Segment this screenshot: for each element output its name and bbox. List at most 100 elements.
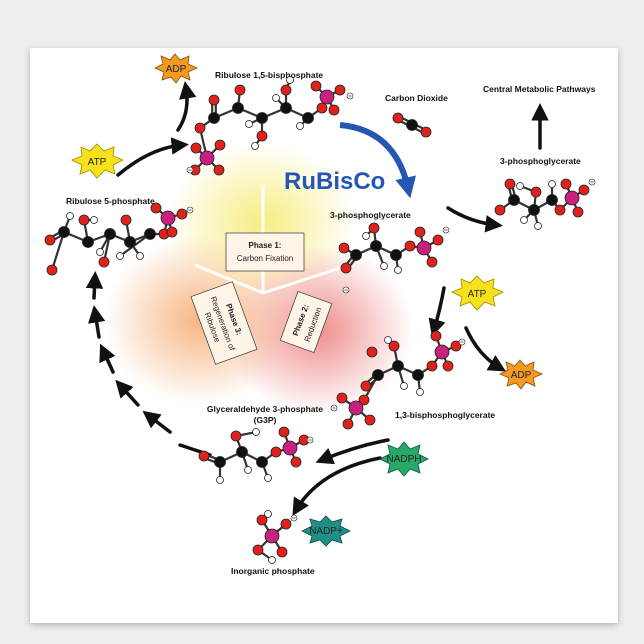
carbon-atom xyxy=(508,194,520,206)
oxygen-atom xyxy=(280,84,292,96)
carbon-atom xyxy=(528,204,540,216)
return-dash-2 xyxy=(142,410,172,434)
phosphorus-atom xyxy=(264,528,280,544)
atp-right-badge: ATP xyxy=(451,275,504,311)
oxygen-atom xyxy=(78,214,90,226)
return-dash-4 xyxy=(99,343,116,374)
phosphorus-atom xyxy=(416,240,432,256)
oxygen-atom xyxy=(392,112,404,124)
co2-label: Carbon Dioxide xyxy=(385,93,448,103)
oxygen-atom xyxy=(420,126,432,138)
carbon-atom xyxy=(208,112,220,124)
hydrogen-atom xyxy=(362,232,370,240)
oxygen-atom xyxy=(572,206,584,218)
oxygen-atom xyxy=(414,226,426,238)
carbon-atom xyxy=(104,228,116,240)
pga-top-label: 3-phosphoglycerate xyxy=(500,156,581,166)
g3p-label: Glyceraldehyde 3-phosphate xyxy=(207,404,323,414)
oxygen-atom xyxy=(190,142,202,154)
phosphorus-atom xyxy=(564,190,580,206)
oxygen-atom xyxy=(230,430,242,442)
oxygen-atom xyxy=(578,184,590,196)
phase1-box: Phase 1: Carbon Fixation xyxy=(225,232,305,272)
g3p-label-abbrev: (G3P) xyxy=(254,415,277,425)
oxygen-atom xyxy=(234,84,246,96)
hydrogen-atom xyxy=(264,510,272,518)
oxygen-atom xyxy=(276,546,288,558)
carbon-atom xyxy=(280,102,292,114)
adp-top-badge: ADP xyxy=(154,53,198,84)
carbon-atom xyxy=(390,249,402,261)
carbon-atom xyxy=(256,456,268,468)
hydrogen-atom xyxy=(272,94,280,102)
hydrogen-atom xyxy=(394,266,402,274)
hydrogen-atom xyxy=(244,466,252,474)
hydrogen-atom xyxy=(516,182,524,190)
oxygen-atom xyxy=(208,94,220,106)
phosphorus-atom xyxy=(434,344,450,360)
hydrogen-atom xyxy=(548,180,556,188)
hydrogen-atom xyxy=(296,122,304,130)
oxygen-atom xyxy=(270,446,282,458)
pga-mid-molecule xyxy=(338,222,450,294)
hydrogen-atom xyxy=(90,216,98,224)
rubisco-arrow xyxy=(339,122,416,199)
carbon-atom xyxy=(232,102,244,114)
hydrogen-atom xyxy=(264,474,272,482)
oxygen-atom xyxy=(426,256,438,268)
cycle-arrows xyxy=(85,81,549,517)
carbon-atom xyxy=(302,112,314,124)
pga-mid-label: 3-phosphoglycerate xyxy=(330,210,411,220)
oxygen-atom xyxy=(442,360,454,372)
oxygen-atom xyxy=(194,122,206,134)
phosphorus-atom xyxy=(319,89,335,105)
arrow-to-adp-right xyxy=(464,326,507,372)
carbon-atom xyxy=(214,456,226,468)
oxygen-atom xyxy=(338,242,350,254)
hydrogen-atom xyxy=(116,252,124,260)
arrow-to-adp-top xyxy=(176,81,197,132)
oxygen-atom xyxy=(388,340,400,352)
hydrogen-atom xyxy=(534,222,542,230)
phase3-box: Phase 3: Regeneration of Ribulose xyxy=(190,281,258,365)
oxygen-atom xyxy=(290,456,302,468)
oxygen-atom xyxy=(450,340,462,352)
oxygen-atom xyxy=(334,84,346,96)
oxygen-atom xyxy=(432,234,444,246)
nadp-badge: NADP+ xyxy=(301,515,351,547)
phosphorus-atom xyxy=(282,440,298,456)
hydrogen-atom xyxy=(251,142,259,150)
phase1-title: Phase 1: xyxy=(249,241,282,250)
return-dash-5 xyxy=(88,305,106,339)
arrow-ru5p-to-rubp xyxy=(116,137,189,177)
carbon-atom xyxy=(236,446,248,458)
oxygen-atom xyxy=(44,234,56,246)
oxygen-atom xyxy=(426,360,438,372)
return-dash-6 xyxy=(85,271,104,300)
hydrogen-atom xyxy=(66,212,74,220)
svg-text:NADP+: NADP+ xyxy=(309,526,343,537)
oxygen-atom xyxy=(310,80,322,92)
oxygen-atom xyxy=(368,222,380,234)
hydrogen-atom xyxy=(96,248,104,256)
co2-molecule xyxy=(392,112,432,138)
phosphorus-atom xyxy=(160,210,176,226)
central-pathways-label: Central Metabolic Pathways xyxy=(483,84,596,94)
oxygen-atom xyxy=(340,262,352,274)
atp-left-badge: ATP xyxy=(71,143,124,179)
carbon-atom xyxy=(406,119,418,131)
hydrogen-atom xyxy=(252,428,260,436)
oxygen-atom xyxy=(278,426,290,438)
arrow-to-pi xyxy=(292,456,382,517)
oxygen-atom xyxy=(530,186,542,198)
oxygen-atom xyxy=(316,102,328,114)
oxygen-atom xyxy=(214,139,226,151)
pga-top-molecule xyxy=(494,178,596,230)
carbon-atom xyxy=(256,112,268,124)
molecule-labels: Ribulose 1,5-bisphosphate Carbon Dioxide… xyxy=(66,70,596,576)
molecule-structures xyxy=(44,76,596,564)
adp-right-badge: ADP xyxy=(499,359,543,390)
oxygen-atom xyxy=(150,202,162,214)
hydrogen-atom xyxy=(380,262,388,270)
